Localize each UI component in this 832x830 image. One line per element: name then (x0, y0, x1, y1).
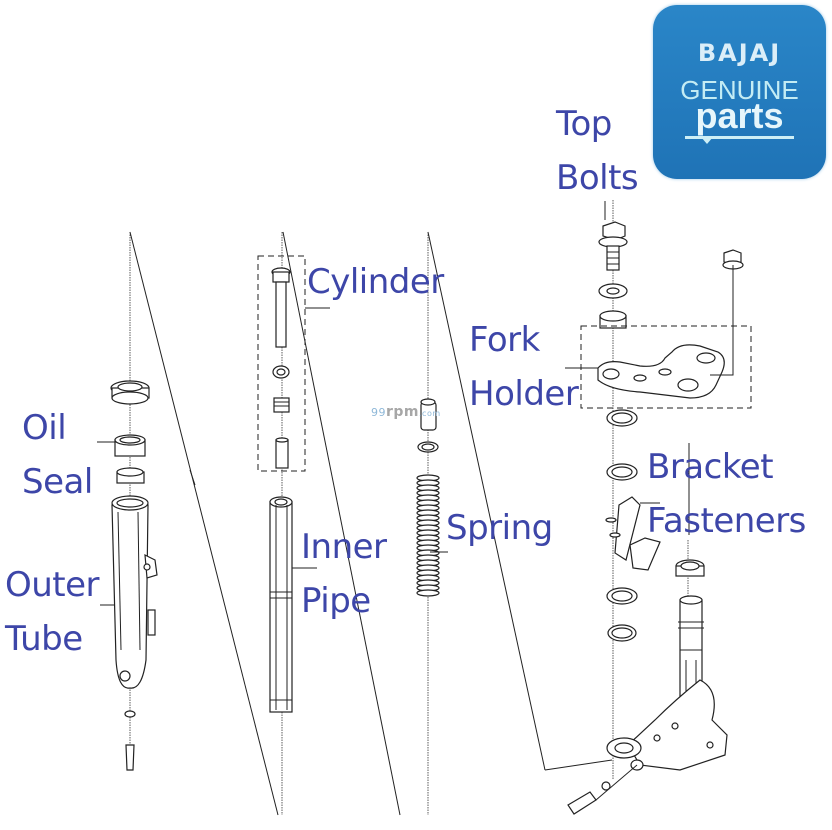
logo-genuine: GENUINE (680, 75, 799, 105)
inner-pipe-assembly (269, 496, 293, 713)
logo-brand: BAJAJ (697, 39, 782, 67)
inner-pipe (269, 501, 293, 713)
label-inner-pipe-line2: Pipe (301, 581, 371, 621)
label-fork-holder-line1: Fork (469, 320, 540, 360)
label-outer-tube-line1: Outer (5, 565, 100, 605)
label-top-bolts-line2: Bolts (556, 158, 639, 198)
leader-lines (97, 201, 606, 606)
label-spring: Spring (446, 508, 553, 548)
bajaj-genuine-parts-logo: BAJAJ GENUINE parts (653, 5, 826, 179)
label-oil-seal-line2: Seal (22, 462, 93, 502)
bracket (614, 496, 641, 561)
label-top-bolts: Top Bolts (556, 104, 639, 198)
cylinder-assembly (257, 255, 306, 472)
label-bracket-fasteners-line2: Fasteners (647, 501, 806, 541)
label-oil-seal: Oil Seal (22, 408, 93, 502)
label-fork-holder-line2: Holder (469, 374, 579, 414)
fork-holder-group-box (580, 325, 752, 409)
label-outer-tube-line2: Tube (5, 619, 83, 659)
label-inner-pipe: Inner Pipe (301, 527, 387, 621)
label-outer-tube: Outer Tube (5, 565, 100, 659)
logo-underline (685, 136, 794, 139)
cylinder-group-box (257, 255, 306, 472)
watermark-prefix: 99 (371, 406, 386, 419)
spring-coil (416, 474, 440, 597)
spring-assembly (416, 398, 440, 597)
watermark-suffix: .com (419, 409, 441, 418)
outer-tube-assembly (110, 380, 158, 771)
label-top-bolts-line1: Top (556, 104, 612, 144)
fork-holder-assembly (567, 221, 752, 815)
watermark-main: rpm (386, 404, 420, 420)
logo-parts: parts (695, 95, 784, 136)
logo-arrow-icon (701, 137, 713, 144)
top-bolt-head (602, 221, 626, 241)
label-bracket-fasteners: Bracket Fasteners (647, 447, 806, 541)
label-bracket-fasteners-line1: Bracket (647, 447, 774, 487)
label-oil-seal-line1: Oil (22, 408, 67, 448)
label-fork-holder: Fork Holder (469, 320, 579, 414)
spring-coil-turn (416, 589, 440, 597)
watermark: 99rpm.com (371, 404, 441, 420)
guide-lines (129, 231, 613, 816)
outer-tube (111, 504, 149, 689)
label-cylinder: Cylinder (307, 262, 444, 302)
label-inner-pipe-line1: Inner (301, 527, 387, 567)
